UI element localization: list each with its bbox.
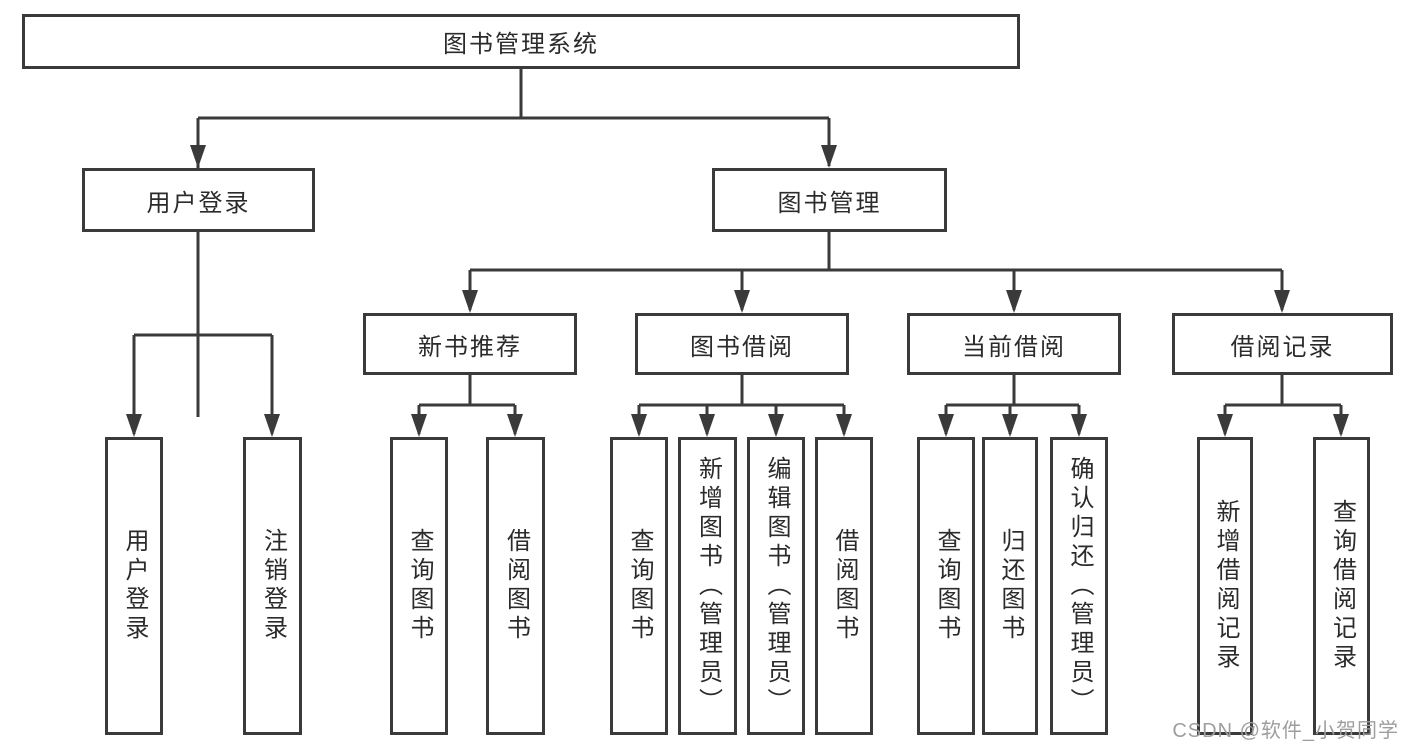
arrowhead <box>462 290 478 313</box>
node-book-management: 图书管理 <box>712 168 947 232</box>
leaf-query-books-recommend-label: 查询图书 <box>406 528 433 644</box>
arrowhead <box>1217 414 1233 437</box>
node-borrow-records: 借阅记录 <box>1172 313 1393 375</box>
node-current-borrow: 当前借阅 <box>907 313 1121 375</box>
leaf-query-books-borrow: 查询图书 <box>610 437 668 735</box>
watermark-text: CSDN @软件_小贺同学 <box>1172 720 1399 742</box>
node-book-borrow-label: 图书借阅 <box>690 333 794 361</box>
leaf-borrow-books-recommend: 借阅图书 <box>486 437 545 735</box>
node-book-management-label: 图书管理 <box>777 189 882 217</box>
node-borrow-records-label: 借阅记录 <box>1230 333 1335 361</box>
node-current-borrow-label: 当前借阅 <box>962 333 1066 361</box>
leaf-borrow-books-borrow: 借阅图书 <box>815 437 873 735</box>
leaf-query-books-current-label: 查询图书 <box>933 528 960 644</box>
leaf-query-books-current: 查询图书 <box>917 437 975 735</box>
arrowhead <box>264 414 280 437</box>
leaf-add-borrow-record: 新增借阅记录 <box>1197 437 1253 735</box>
leaf-return-book: 归还图书 <box>982 437 1038 735</box>
leaf-query-books-recommend: 查询图书 <box>390 437 448 735</box>
leaf-return-book-label: 归还图书 <box>997 528 1024 644</box>
arrowhead <box>190 145 206 168</box>
leaf-logout: 注销登录 <box>243 437 302 735</box>
connector-book-management-to-level3 <box>462 232 1290 313</box>
leaf-edit-book-admin: 编辑图书（管理员） <box>747 437 805 735</box>
arrowhead <box>1274 290 1290 313</box>
arrowhead <box>126 414 142 437</box>
leaf-logout-label: 注销登录 <box>259 528 287 644</box>
leaf-user-login: 用户登录 <box>105 437 163 735</box>
leaf-borrow-books-borrow-label: 借阅图书 <box>831 528 858 644</box>
arrowhead <box>1006 290 1022 313</box>
leaf-user-login-label: 用户登录 <box>121 528 148 644</box>
leaf-add-borrow-record-label: 新增借阅记录 <box>1212 499 1239 673</box>
arrowhead <box>1333 414 1349 437</box>
arrowhead <box>411 414 427 437</box>
node-new-book-recommend: 新书推荐 <box>363 313 577 375</box>
leaf-query-borrow-record: 查询借阅记录 <box>1313 437 1370 735</box>
connector-book-borrow-to-leaves <box>631 375 852 437</box>
node-library-system-label: 图书管理系统 <box>443 31 599 58</box>
connector-new-book-recommend-to-leaves <box>411 375 523 437</box>
node-user-login: 用户登录 <box>82 168 315 232</box>
arrowhead <box>507 414 523 437</box>
connector-current-borrow-to-leaves <box>938 375 1087 437</box>
leaf-add-book-admin: 新增图书（管理员） <box>678 437 737 735</box>
arrowhead <box>938 414 954 437</box>
arrowhead <box>734 290 750 313</box>
arrowhead <box>631 414 647 437</box>
leaf-borrow-books-recommend-label: 借阅图书 <box>502 528 530 644</box>
connector-user-login-to-leaves <box>126 232 280 437</box>
arrowhead <box>821 145 837 168</box>
node-library-system: 图书管理系统 <box>22 14 1020 69</box>
leaf-query-books-borrow-label: 查询图书 <box>626 528 653 644</box>
leaf-confirm-return-admin: 确认归还（管理员） <box>1050 437 1108 735</box>
arrowhead <box>1002 414 1018 437</box>
leaf-edit-book-admin-label: 编辑图书（管理员） <box>763 455 790 717</box>
arrowhead <box>1071 414 1087 437</box>
node-new-book-recommend-label: 新书推荐 <box>418 333 522 361</box>
leaf-confirm-return-admin-label: 确认归还（管理员） <box>1066 455 1093 717</box>
leaf-add-book-admin-label: 新增图书（管理员） <box>694 455 722 717</box>
leaf-query-borrow-record-label: 查询借阅记录 <box>1328 499 1356 673</box>
node-book-borrow: 图书借阅 <box>635 313 849 375</box>
arrowhead <box>836 414 852 437</box>
node-user-login-label: 用户登录 <box>146 189 251 217</box>
arrowhead <box>699 414 715 437</box>
arrowhead <box>768 414 784 437</box>
connector-borrow-records-to-leaves <box>1217 375 1349 437</box>
